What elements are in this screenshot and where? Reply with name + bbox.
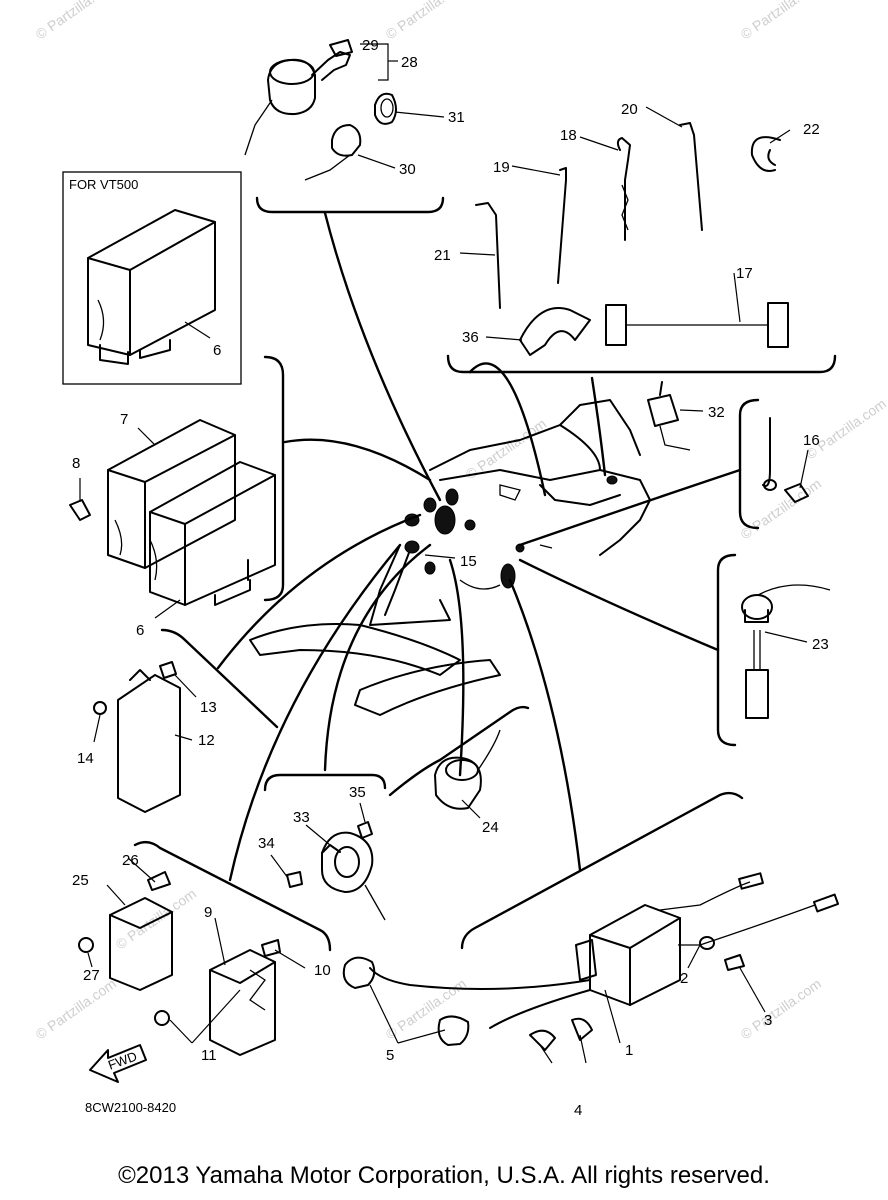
watermark: © Partzilla.com	[33, 975, 119, 1042]
switch-30	[331, 124, 362, 157]
main-switch	[267, 58, 316, 116]
band-17-right	[767, 302, 789, 348]
callout-17: 17	[736, 265, 753, 282]
callout-33: 33	[293, 809, 310, 826]
callout-1: 1	[625, 1042, 633, 1059]
callout-35: 35	[349, 784, 366, 801]
callout-3: 3	[764, 1012, 772, 1029]
callout-30: 30	[399, 161, 416, 178]
callout-9: 9	[204, 904, 212, 921]
watermark: © Partzilla.com	[383, 0, 469, 42]
ignition-coil-group	[342, 872, 840, 1051]
callout-6: 6	[136, 622, 144, 639]
cdi-unit-7	[107, 419, 236, 569]
connector-curves	[216, 211, 742, 882]
callout-8: 8	[72, 455, 80, 472]
inset-frame	[62, 171, 242, 385]
callout-27: 27	[83, 967, 100, 984]
callout-15: 15	[460, 553, 477, 570]
leaders	[79, 106, 809, 1064]
part-33-group	[286, 821, 386, 921]
callout-21: 21	[434, 247, 451, 264]
clamp-36	[519, 307, 591, 356]
part-code: 8CW2100-8420	[85, 1100, 176, 1115]
watermark: © Partzilla.com	[33, 0, 119, 42]
callout-29: 29	[362, 37, 379, 54]
part-24	[434, 729, 501, 810]
callout-31: 31	[448, 109, 465, 126]
callout-12: 12	[198, 732, 215, 749]
callout-20: 20	[621, 101, 638, 118]
rectifier-12	[93, 661, 181, 813]
lock-nut	[374, 92, 397, 125]
fwd-arrow: FWD	[89, 1044, 147, 1083]
band-17-left	[605, 304, 627, 346]
callout-10: 10	[314, 962, 331, 979]
callout-18: 18	[560, 127, 577, 144]
key-switch-group	[244, 39, 398, 181]
band-21	[475, 202, 501, 309]
cdi-unit-inset	[87, 209, 216, 356]
callout-7: 7	[120, 411, 128, 428]
callout-19: 19	[493, 159, 510, 176]
copyright-notice: ©2013 Yamaha Motor Corporation, U.S.A. A…	[118, 1162, 770, 1189]
watermark: © Partzilla.com	[803, 395, 888, 462]
band-20	[679, 122, 703, 231]
callout-25: 25	[72, 872, 89, 889]
callout-22: 22	[803, 121, 820, 138]
callout-23: 23	[812, 636, 829, 653]
inset-label: FOR VT500	[69, 177, 138, 192]
bands-clamps	[475, 122, 789, 356]
callout-34: 34	[258, 835, 275, 852]
callout-4: 4	[574, 1102, 582, 1119]
cdi-unit-6	[149, 461, 276, 606]
sensor-23	[741, 584, 831, 719]
callouts: 1 2 3 4 5 6 6 7 8 9 10 11 12 13 14 15 16…	[72, 37, 829, 1119]
watermark: © Partzilla.com	[738, 0, 824, 42]
callout-26: 26	[122, 852, 139, 869]
callout-11: 11	[201, 1047, 217, 1064]
switch-32	[647, 381, 691, 451]
callout-36: 36	[462, 329, 479, 346]
part-25-group	[78, 871, 173, 991]
band-19	[557, 167, 567, 284]
band-18	[616, 137, 631, 241]
part-9-group	[154, 939, 281, 1056]
watermark: © Partzilla.com	[113, 885, 199, 952]
callout-16: 16	[803, 432, 820, 449]
cdi-units	[69, 419, 276, 606]
callout-24: 24	[482, 819, 499, 836]
inset-vt500: FOR VT500	[62, 171, 242, 385]
callout-2: 2	[680, 970, 688, 987]
callout-13: 13	[200, 699, 217, 716]
callout-32: 32	[708, 404, 725, 421]
fwd-arrow-icon	[89, 1044, 147, 1083]
group-brackets	[133, 196, 837, 952]
callout-6: 6	[213, 342, 221, 359]
lead-16	[762, 417, 809, 503]
watermark: © Partzilla.com	[383, 975, 469, 1042]
callout-28: 28	[401, 54, 418, 71]
ignition-coil	[589, 904, 681, 1006]
callout-5: 5	[386, 1047, 394, 1064]
clamp-22	[750, 136, 781, 172]
callout-14: 14	[77, 750, 94, 767]
watermark: © Partzilla.com	[738, 475, 824, 542]
connector	[434, 505, 456, 535]
